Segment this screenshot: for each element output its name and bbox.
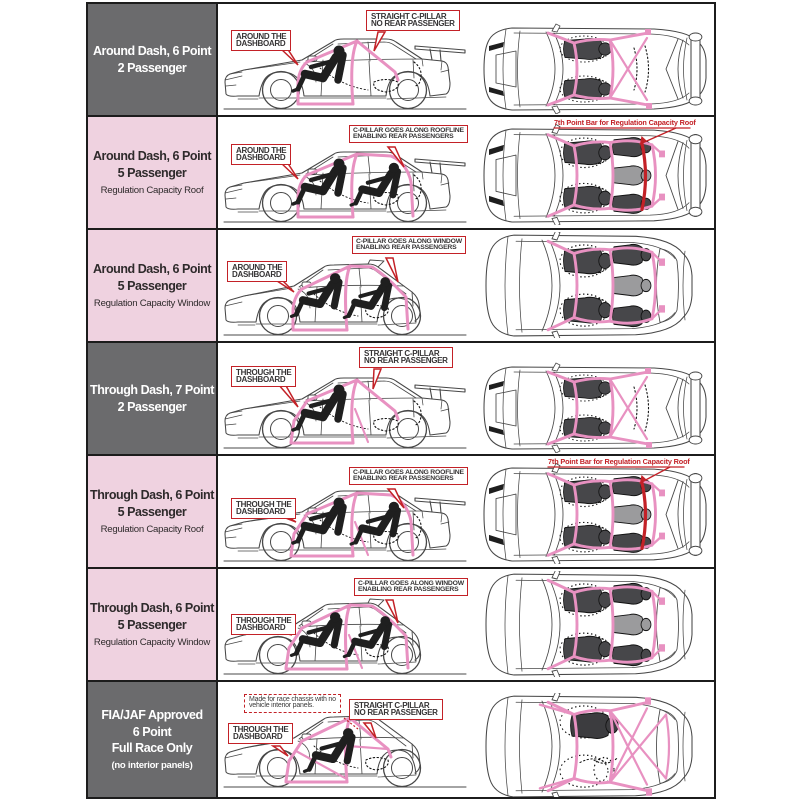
row-label-line: Around Dash, 6 Point (92, 43, 212, 58)
row-label-line: 5 Passenger (117, 505, 187, 519)
row-diagrams: THROUGH THE DASHBOARD C-PILLAR GOES ALONG… (218, 569, 714, 680)
callout-dashboard: AROUND THE DASHBOARD (227, 261, 288, 282)
row-label-note: (no interior panels) (111, 760, 193, 772)
roll-cage-top (548, 135, 665, 217)
seventh-point-bar (642, 144, 646, 210)
row-diagrams: THROUGH THE DASHBOARD STRAIGHT C-PILLAR N… (218, 343, 714, 454)
row-label-line: 2 Passenger (117, 60, 187, 75)
car-body (224, 152, 466, 222)
row-label-note: Regulation Capacity Roof (100, 184, 204, 196)
callout-c-pillar: STRAIGHT C-PILLAR NO REAR PASSENGER (349, 699, 443, 720)
row-label-line: 5 Passenger (117, 166, 187, 180)
row-diagrams: Made for race chassis with no vehicle in… (218, 682, 714, 797)
car-body (224, 599, 466, 674)
row-label: Around Dash, 6 Point 2 Passenger (88, 4, 218, 115)
car-body-top (484, 23, 706, 114)
side-view-car (220, 234, 470, 340)
car-body-top (484, 362, 706, 453)
side-view-car (220, 347, 470, 453)
row-diagrams: AROUND THE DASHBOARD C-PILLAR GOES ALONG … (218, 117, 714, 228)
roll-cage-top (540, 697, 669, 796)
roll-cage (293, 266, 408, 330)
occupant-figures (293, 158, 399, 206)
side-view-car (220, 8, 470, 114)
row-label-line: Full Race Only (111, 741, 193, 756)
row-diagrams: AROUND THE DASHBOARD C-PILLAR GOES ALONG … (218, 230, 714, 341)
car-body (224, 39, 466, 109)
row-label: Through Dash, 7 Point 2 Passenger (88, 343, 218, 454)
callout-c-pillar: STRAIGHT C-PILLAR NO REAR PASSENGER (366, 10, 460, 31)
row-label-line: Through Dash, 7 Point (90, 382, 214, 397)
occupant-figures (293, 384, 345, 431)
occupant-figures (293, 45, 345, 92)
callout-c-pillar: C-PILLAR GOES ALONG ROOFLINE ENABLING RE… (349, 125, 468, 144)
callout-dashboard: AROUND THE DASHBOARD (231, 144, 292, 165)
top-view-car (476, 23, 712, 114)
row-label-note: Regulation Capacity Roof (100, 523, 204, 535)
seventh-point-bar-note: 7th Point Bar for Regulation Capacity Ro… (554, 118, 696, 127)
top-view-car (476, 123, 712, 225)
roll-cage-top (548, 474, 665, 556)
row-label-line: FIA/JAF Approved (101, 707, 203, 722)
callout-race-note: Made for race chassis with no vehicle in… (244, 694, 341, 713)
occupant-figures (292, 273, 391, 317)
row-label-line: 5 Passenger (117, 279, 187, 293)
row-label-line: 5 Passenger (117, 618, 187, 632)
row-label-line: Through Dash, 6 Point (90, 488, 214, 503)
callout-dashboard: THROUGH THE DASHBOARD (231, 614, 297, 635)
row-label-line: 2 Passenger (117, 399, 187, 414)
occupant-figures (293, 497, 399, 545)
row-label-note: Regulation Capacity Window (93, 297, 211, 309)
row-label-line: Around Dash, 6 Point (92, 149, 212, 164)
car-body-top (484, 123, 706, 225)
seventh-point-bar (642, 483, 646, 549)
car-body (224, 378, 466, 448)
config-row-4: Through Dash, 7 Point 2 Passenger THROUGH … (86, 341, 716, 456)
occupant-figures (305, 728, 354, 771)
occupants-top (563, 137, 652, 214)
roll-cage (291, 380, 398, 443)
top-view-car (476, 693, 712, 797)
row-label-line: Around Dash, 6 Point (92, 262, 212, 277)
top-view-car (476, 462, 712, 564)
row-diagrams: THROUGH THE DASHBOARD C-PILLAR GOES ALONG… (218, 456, 714, 567)
callout-c-pillar: C-PILLAR GOES ALONG WINDOW ENABLING REAR… (354, 578, 468, 597)
row-label-note: Regulation Capacity Window (93, 636, 211, 648)
config-row-1: Around Dash, 6 Point 2 Passenger AROUND TH… (86, 2, 716, 117)
row-label-line: 6 Point (132, 724, 172, 739)
car-body-top (484, 462, 706, 564)
seventh-point-bar-note: 7th Point Bar for Regulation Capacity Ro… (548, 457, 690, 466)
callout-dashboard: THROUGH THE DASHBOARD (231, 366, 297, 387)
callout-c-pillar: C-PILLAR GOES ALONG ROOFLINE ENABLING RE… (349, 467, 468, 486)
roll-cage-top (548, 368, 652, 448)
top-view-car (476, 571, 712, 677)
side-view-car (220, 121, 470, 227)
callout-dashboard: THROUGH THE DASHBOARD (231, 498, 297, 519)
side-view-car (220, 460, 470, 566)
callout-dashboard: THROUGH THE DASHBOARD (228, 723, 294, 744)
callout-dashboard: AROUND THE DASHBOARD (231, 30, 292, 51)
roll-cage-top (548, 29, 652, 109)
roll-cage-top (548, 580, 665, 669)
callout-c-pillar: STRAIGHT C-PILLAR NO REAR PASSENGER (359, 347, 453, 368)
roll-cage-top (548, 241, 665, 330)
top-view-car (476, 232, 712, 338)
top-view-car (476, 362, 712, 453)
row-label-line: Through Dash, 6 Point (90, 601, 214, 616)
row-diagrams: AROUND THE DASHBOARD STRAIGHT C-PILLAR NO… (218, 4, 714, 115)
callout-c-pillar: C-PILLAR GOES ALONG WINDOW ENABLING REAR… (352, 236, 466, 255)
car-body (224, 491, 466, 561)
